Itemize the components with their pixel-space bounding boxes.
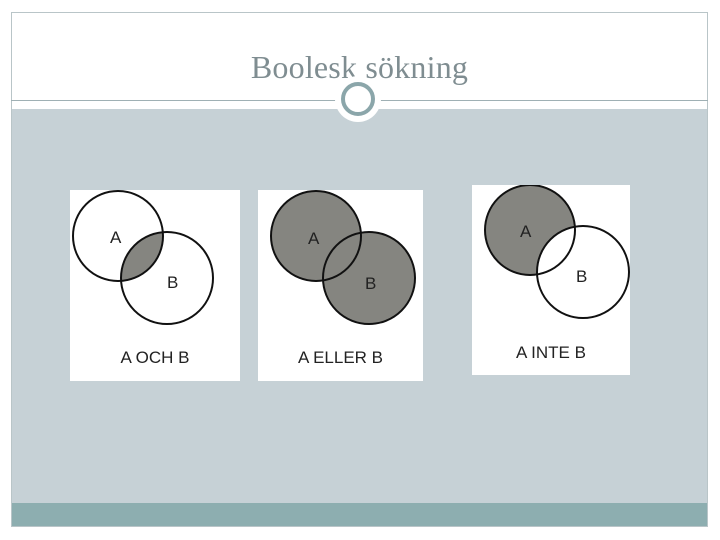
set-a-label: A xyxy=(308,229,320,248)
circle-b xyxy=(120,231,214,325)
divider-ornament xyxy=(335,76,381,122)
circle-b xyxy=(536,225,630,319)
circle-b xyxy=(322,231,416,325)
caption-not: A INTE B xyxy=(516,343,586,362)
circle-a xyxy=(270,190,362,282)
venn-card-and: A B A OCH B xyxy=(70,190,240,381)
footer-bar xyxy=(12,503,707,526)
set-b-label: B xyxy=(576,267,588,286)
caption-and: A OCH B xyxy=(120,348,190,367)
difference-shading xyxy=(485,185,575,275)
set-a-label: A xyxy=(110,228,122,247)
caption-or: A ELLER B xyxy=(297,348,384,367)
circle-a xyxy=(484,185,576,276)
circle-a xyxy=(72,190,164,282)
venn-diagram-and xyxy=(72,190,214,325)
venn-card-or: A B A ELLER B xyxy=(258,190,423,381)
ornament-ring-icon xyxy=(341,82,375,116)
venn-card-not: A B A INTE B xyxy=(472,185,630,375)
set-b-label: B xyxy=(167,273,179,292)
set-b-label: B xyxy=(365,274,377,293)
venn-diagram-or xyxy=(270,190,416,325)
intersection-shading xyxy=(121,232,163,281)
venn-diagram-not xyxy=(484,185,630,319)
set-a-label: A xyxy=(520,222,532,241)
union-shading-b xyxy=(323,232,415,324)
